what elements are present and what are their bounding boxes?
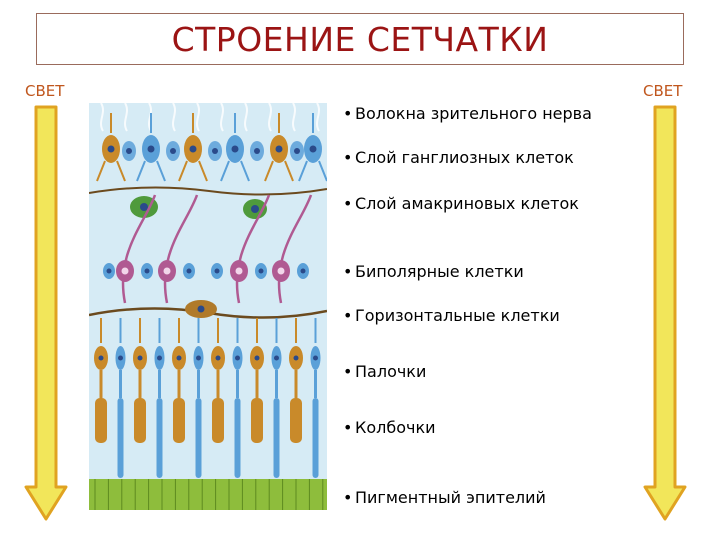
rod-segment xyxy=(234,398,241,478)
cell-nucleus xyxy=(214,268,220,274)
layer-item-rods: •Палочки xyxy=(343,362,427,381)
light-arrow-right xyxy=(643,105,687,521)
light-label-left: СВЕТ xyxy=(25,82,65,100)
arrow-shape xyxy=(643,105,687,521)
cell-nucleus xyxy=(254,148,260,154)
layer-label: Палочки xyxy=(355,362,427,381)
cone-segment xyxy=(95,398,107,443)
cell-nucleus xyxy=(212,148,218,154)
cell-nucleus xyxy=(197,305,205,313)
cone-segment xyxy=(290,398,302,443)
nerve-fiber xyxy=(292,103,296,132)
cell-nucleus xyxy=(118,355,123,361)
layer-item-cones: •Колбочки xyxy=(343,418,436,437)
light-label-right: СВЕТ xyxy=(643,82,683,100)
cell-nucleus xyxy=(277,267,285,275)
ganglion-dendrite xyxy=(264,160,294,182)
layer-label: Пигментный эпителий xyxy=(355,488,546,507)
nerve-fiber xyxy=(196,103,200,132)
nerve-fiber xyxy=(172,103,176,132)
layer-item-horizontal-cells: •Горизонтальные клетки xyxy=(343,306,560,325)
cone-segment xyxy=(212,398,224,443)
layer-label: Колбочки xyxy=(355,418,436,437)
bipolar-axon xyxy=(235,194,271,304)
layer-label: Слой ганглиозных клеток xyxy=(355,148,574,167)
cone-segment xyxy=(134,398,146,443)
ganglion-dendrite xyxy=(96,160,126,182)
bipolar-axon xyxy=(121,194,157,304)
nerve-fiber xyxy=(316,103,320,132)
retina-illustration xyxy=(89,103,327,510)
cell-nucleus xyxy=(106,268,112,274)
page-title: СТРОЕНИЕ СЕТЧАТКИ xyxy=(171,19,549,59)
nerve-fiber xyxy=(244,103,248,132)
layer-item-amacrine-cells: •Слой амакриновых клеток xyxy=(343,194,579,213)
layer-label: Волокна зрительного нерва xyxy=(355,104,592,123)
cell-nucleus xyxy=(309,145,317,153)
layer-label: Слой амакриновых клеток xyxy=(355,194,579,213)
pigment-epithelium xyxy=(89,479,327,510)
rod-segment xyxy=(156,398,163,478)
bipolar-axon xyxy=(163,194,199,304)
cell-nucleus xyxy=(140,203,148,211)
cell-nucleus xyxy=(157,355,162,361)
nerve-fiber xyxy=(100,103,104,132)
cell-nucleus xyxy=(313,355,318,361)
cell-nucleus xyxy=(170,148,176,154)
layer-item-ganglion-cells: •Слой ганглиозных клеток xyxy=(343,148,574,167)
cell-nucleus xyxy=(126,148,132,154)
cell-nucleus xyxy=(251,205,259,213)
ganglion-dendrite xyxy=(136,160,166,182)
layer-label: Биполярные клетки xyxy=(355,262,524,281)
layer-item-pigment-epithelium: •Пигментный эпителий xyxy=(343,488,546,507)
cell-nucleus xyxy=(189,145,197,153)
rod-segment xyxy=(195,398,202,478)
cell-nucleus xyxy=(121,267,129,275)
cone-segment xyxy=(251,398,263,443)
cell-nucleus xyxy=(215,355,221,361)
title-frame: СТРОЕНИЕ СЕТЧАТКИ xyxy=(36,13,684,65)
cell-nucleus xyxy=(196,355,201,361)
cell-nucleus xyxy=(254,355,260,361)
nerve-fiber xyxy=(124,103,128,132)
layer-item-optic-nerve-fibers: •Волокна зрительного нерва xyxy=(343,104,592,123)
rod-segment xyxy=(312,398,319,478)
cell-nucleus xyxy=(294,148,300,154)
cell-nucleus xyxy=(147,145,155,153)
amacrine-plexus xyxy=(89,186,327,196)
cell-nucleus xyxy=(231,145,239,153)
ganglion-dendrite xyxy=(220,160,250,182)
bipolar-axon xyxy=(277,194,313,304)
layer-list: •Волокна зрительного нерва •Слой ганглио… xyxy=(343,96,643,516)
rod-segment xyxy=(273,398,280,478)
cell-nucleus xyxy=(293,355,299,361)
cell-nucleus xyxy=(258,268,264,274)
cell-nucleus xyxy=(163,267,171,275)
cell-nucleus xyxy=(235,355,240,361)
light-arrow-left xyxy=(24,105,68,521)
nerve-fiber xyxy=(220,103,224,132)
rod-segment xyxy=(117,398,124,478)
cell-nucleus xyxy=(235,267,243,275)
cell-nucleus xyxy=(144,268,150,274)
cell-nucleus xyxy=(107,145,115,153)
arrow-shape xyxy=(24,105,68,521)
ganglion-dendrite xyxy=(178,160,208,182)
nerve-fiber xyxy=(268,103,272,132)
cell-nucleus xyxy=(176,355,182,361)
cell-nucleus xyxy=(275,145,283,153)
cell-nucleus xyxy=(274,355,279,361)
cell-nucleus xyxy=(137,355,143,361)
cell-nucleus xyxy=(98,355,104,361)
cone-segment xyxy=(173,398,185,443)
ganglion-dendrite xyxy=(298,160,327,182)
cell-nucleus xyxy=(300,268,306,274)
layer-item-bipolar-cells: •Биполярные клетки xyxy=(343,262,524,281)
layer-label: Горизонтальные клетки xyxy=(355,306,560,325)
cell-nucleus xyxy=(186,268,192,274)
